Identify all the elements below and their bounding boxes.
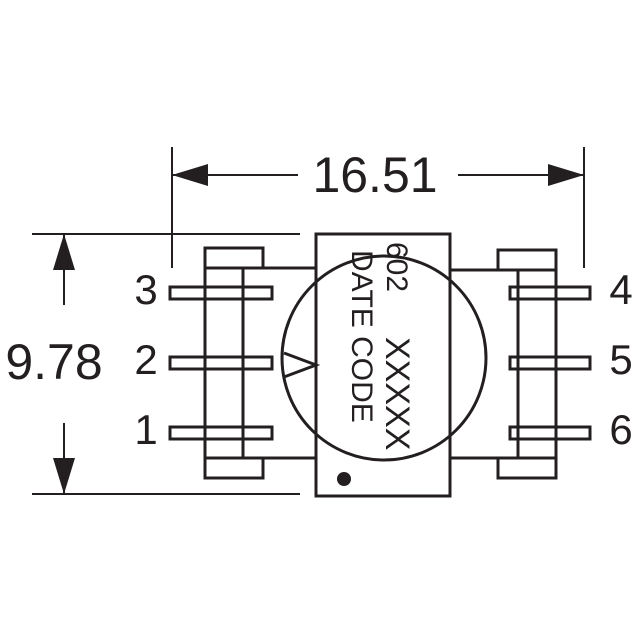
right-bottom-flange (496, 456, 558, 480)
height-dimension: 9.78 (5, 233, 300, 495)
part-number-marking: 602 (380, 242, 413, 292)
left-top-flange (203, 246, 265, 270)
pin-label-5: 5 (609, 336, 632, 383)
orientation-marker (283, 351, 321, 379)
pin-4-lead (508, 285, 592, 301)
height-dimension-label: 9.78 (5, 334, 102, 390)
pin-label-2: 2 (134, 336, 157, 383)
width-dimension: 16.51 (171, 147, 585, 268)
core-circle (280, 254, 488, 462)
code-marking: XXXXX (378, 337, 416, 450)
pin-6-lead (508, 425, 592, 441)
right-bobbin (450, 248, 592, 480)
height-arrow-top (53, 234, 75, 270)
right-top-flange (496, 248, 558, 272)
left-bottom-flange (203, 456, 265, 480)
pin-label-4: 4 (609, 266, 632, 313)
left-bobbin (168, 246, 316, 480)
pin-1-dot (337, 472, 351, 486)
width-arrow-right (548, 164, 584, 186)
pin-5-lead (508, 355, 592, 371)
pin-1-lead (168, 425, 274, 441)
date-code-marking: DATE CODE (345, 250, 378, 423)
width-dimension-label: 16.51 (312, 147, 437, 203)
width-arrow-left (172, 164, 208, 186)
height-arrow-bottom (53, 458, 75, 494)
pin-label-6: 6 (609, 406, 632, 453)
pin-2-lead (168, 355, 274, 371)
pin-3-lead (168, 285, 274, 301)
pin-label-3: 3 (134, 266, 157, 313)
pin-label-1: 1 (134, 406, 157, 453)
